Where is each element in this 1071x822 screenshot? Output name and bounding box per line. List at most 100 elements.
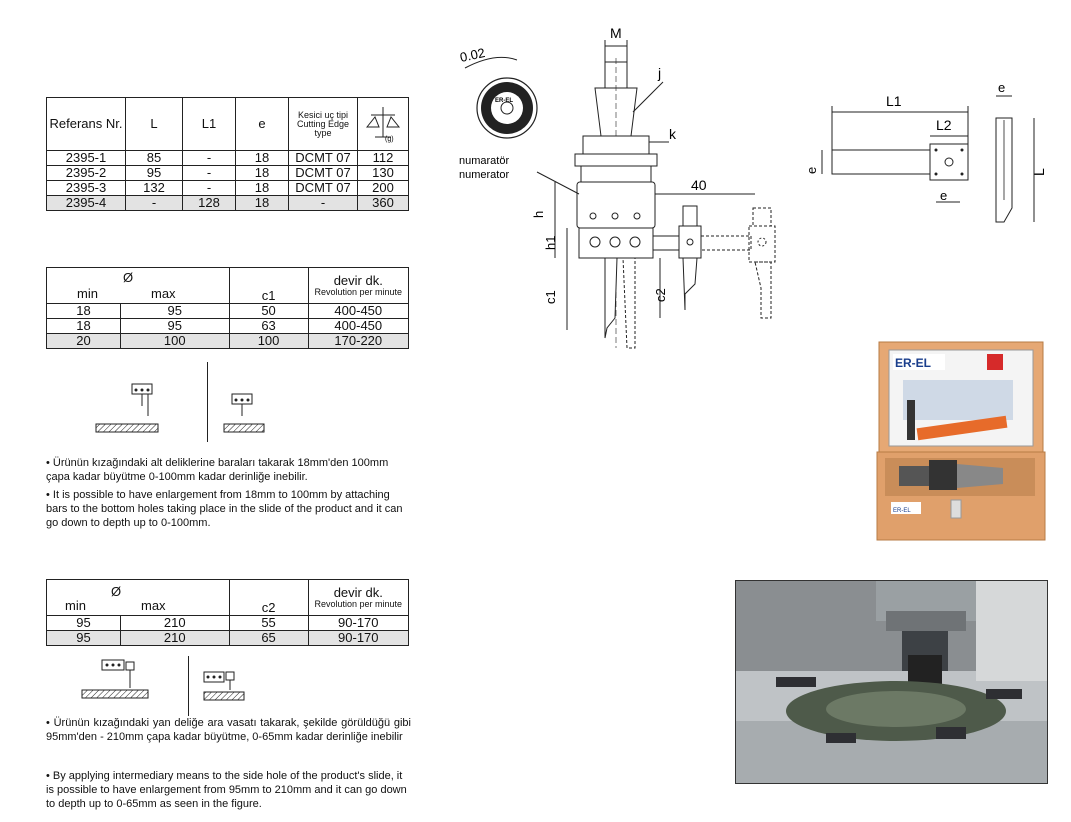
box-brand-label: ER-EL xyxy=(895,356,931,370)
cell: - xyxy=(182,150,236,166)
range-table-c2: Ø min max c2 devir dk. Revolution per mi… xyxy=(46,579,410,646)
cell: 132 xyxy=(125,180,183,196)
cell: 95 xyxy=(119,303,230,319)
cell: 55 xyxy=(228,615,309,631)
weight-header: (g) xyxy=(357,97,409,151)
cell: - xyxy=(182,165,236,181)
cell: 170-220 xyxy=(307,333,410,349)
diameter-symbol: Ø xyxy=(111,583,122,599)
separator-line xyxy=(188,656,189,716)
balance-scale-icon: (g) xyxy=(363,106,403,146)
c1-header: c1 xyxy=(228,267,309,304)
table-row: 18 95 63 400-450 xyxy=(46,318,410,334)
cell: 210 xyxy=(119,615,230,631)
cell: 18 xyxy=(46,303,121,319)
edge-type-header: Kesici uç tipi Cutting Edge type xyxy=(288,97,358,151)
table-row: 95 210 55 90-170 xyxy=(46,615,410,631)
boring-head-drawing: M j k 40 h h1 c1 c2 numaratör numerator xyxy=(459,25,776,349)
cell: DCMT 07 xyxy=(288,150,358,166)
cell: 18 xyxy=(46,318,121,334)
cell: 63 xyxy=(228,318,309,334)
cell: DCMT 07 xyxy=(288,165,358,181)
L1-label: L1 xyxy=(886,93,902,109)
table-row: 2395-4 - 128 18 - 360 xyxy=(46,195,409,211)
max-label: max xyxy=(141,597,166,613)
h1-label: h1 xyxy=(543,236,558,250)
machining-photo xyxy=(735,580,1048,784)
rpm-tr: devir dk. xyxy=(333,585,383,600)
table-row: 95 210 65 90-170 xyxy=(46,630,410,646)
max-label: max xyxy=(151,285,176,301)
svg-text:ER-EL: ER-EL xyxy=(893,508,911,514)
reference-table: Referans Nr. L L1 e Kesici uç tipi Cutti… xyxy=(46,97,409,211)
cell: 95 xyxy=(46,615,121,631)
paragraph-2-en: • By applying intermediary means to the … xyxy=(46,770,407,810)
min-label: min xyxy=(65,597,86,613)
cell: 18 xyxy=(235,180,289,196)
L2-label: L2 xyxy=(936,117,952,133)
side-hole-boring-diagram xyxy=(81,659,149,699)
cell: 85 xyxy=(125,150,183,166)
e-top-label: e xyxy=(998,80,1005,95)
cell: 400-450 xyxy=(307,318,410,334)
rpm-en: Revolution per minute xyxy=(314,599,403,609)
L1-header: L1 xyxy=(182,97,236,151)
cell: 112 xyxy=(357,150,409,166)
cell: 18 xyxy=(235,150,289,166)
cell: - xyxy=(288,195,358,211)
L-header: L xyxy=(125,97,183,151)
cell: 130 xyxy=(357,165,409,181)
edge-type-tr: Kesici uç tipi xyxy=(297,109,349,120)
bottom-hole-boring-diagram-alt xyxy=(223,393,265,433)
cell: DCMT 07 xyxy=(288,180,358,196)
numerator-tr-label: numaratör xyxy=(459,155,509,167)
dim-40-label: 40 xyxy=(691,177,707,193)
h-label: h xyxy=(531,211,546,218)
cell: 90-170 xyxy=(307,630,410,646)
min-label: min xyxy=(77,285,98,301)
cell: 95 xyxy=(119,318,230,334)
cell: 95 xyxy=(125,165,183,181)
cell: 90-170 xyxy=(307,615,410,631)
table-row: 2395-1 85 - 18 DCMT 07 112 xyxy=(46,150,409,166)
paragraph-1-en: • It is possible to have enlargement fro… xyxy=(46,489,403,529)
rpm-en: Revolution per minute xyxy=(314,287,403,297)
cell: 65 xyxy=(228,630,309,646)
range-table-c1: Ø min max c1 devir dk. Revolution per mi… xyxy=(46,267,410,349)
cell: 360 xyxy=(357,195,409,211)
paragraph-1-tr: • Ürünün kızağındaki alt deliklerine bar… xyxy=(46,457,389,483)
diameter-header: Ø min max xyxy=(46,267,230,304)
svg-text:ER-EL: ER-EL xyxy=(495,98,513,104)
table-row: 2395-3 132 - 18 DCMT 07 200 xyxy=(46,180,409,196)
cell: 20 xyxy=(46,333,121,349)
cell: 128 xyxy=(182,195,236,211)
cell: - xyxy=(125,195,183,211)
e-header: e xyxy=(235,97,289,151)
k-label: k xyxy=(669,126,677,142)
c2-label: c2 xyxy=(653,288,668,302)
side-hole-boring-diagram-alt xyxy=(203,671,245,701)
edge-type-en: Cutting Edge type xyxy=(296,118,350,138)
cell: 2395-4 xyxy=(46,195,126,211)
cell: 18 xyxy=(235,195,289,211)
svg-text:(g): (g) xyxy=(385,136,394,143)
e-side-label: e xyxy=(804,167,819,174)
c1-label: c1 xyxy=(543,290,558,304)
bottom-hole-boring-diagram xyxy=(95,383,159,433)
rpm-header: devir dk. Revolution per minute xyxy=(307,579,410,616)
e-bottom-label: e xyxy=(940,188,947,203)
rpm-header: devir dk. Revolution per minute xyxy=(307,267,410,304)
product-box-photo: ER-EL ER-EL xyxy=(863,340,1049,543)
boring-bar-drawing: L1 L2 e e e L xyxy=(804,80,1047,223)
cell: 2395-2 xyxy=(46,165,126,181)
rpm-tr: devir dk. xyxy=(333,273,383,288)
dial-icon: ER-EL xyxy=(476,77,538,139)
table-row: 2395-2 95 - 18 DCMT 07 130 xyxy=(46,165,409,181)
tolerance-label: 0.02 xyxy=(459,45,487,65)
L-label: L xyxy=(1031,168,1047,176)
cell: 18 xyxy=(235,165,289,181)
cell: 100 xyxy=(119,333,230,349)
cell: 2395-3 xyxy=(46,180,126,196)
cell: 210 xyxy=(119,630,230,646)
table-row: 20 100 100 170-220 xyxy=(46,333,410,349)
